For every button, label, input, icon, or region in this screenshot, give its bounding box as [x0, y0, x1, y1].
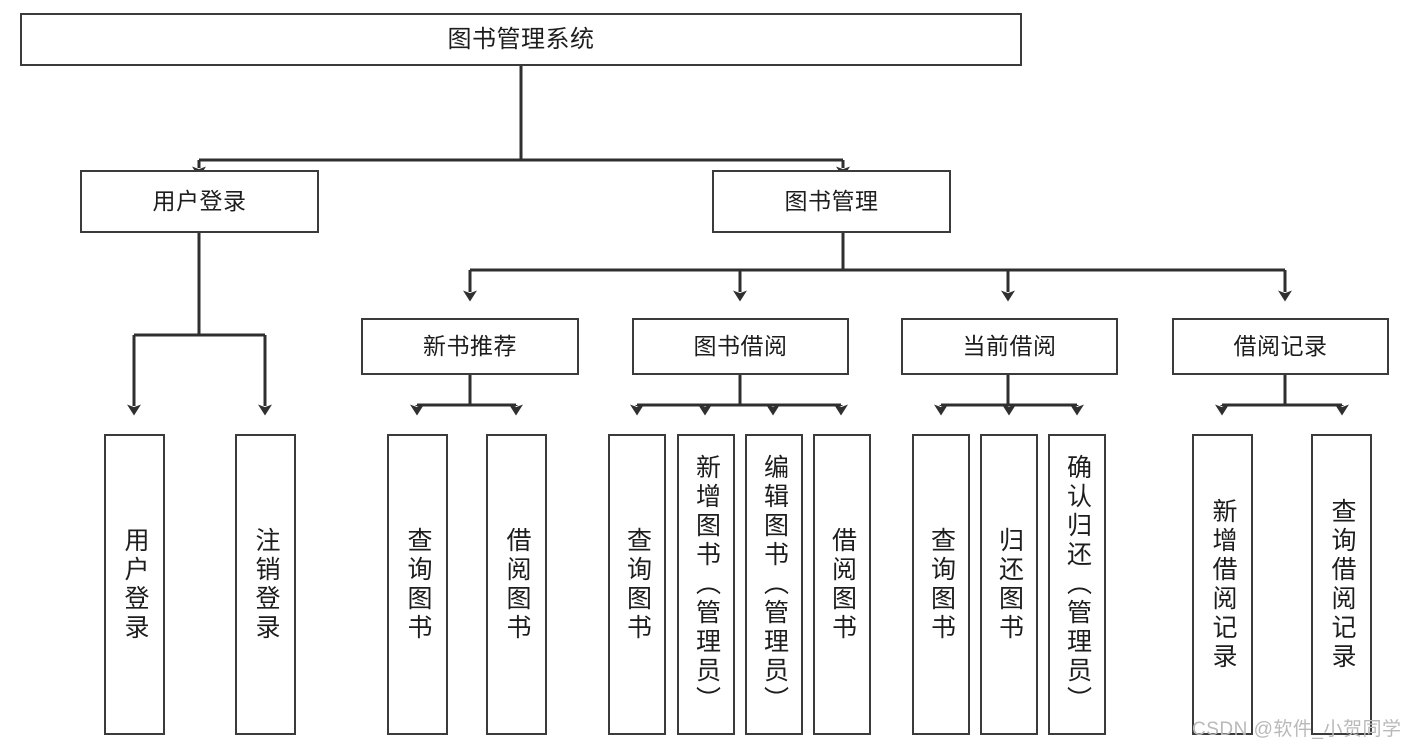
node-user-login-label: 用户登录	[152, 188, 247, 215]
leaf-return-book-label: 归还图书	[995, 526, 1024, 643]
node-borrow-record[interactable]: 借阅记录	[1172, 318, 1389, 375]
leaf-add-book-label: 新增图书（管理员）	[692, 454, 721, 715]
node-root-label: 图书管理系统	[447, 25, 595, 53]
node-book-borrow[interactable]: 图书借阅	[632, 318, 849, 375]
node-book-borrow-label: 图书借阅	[693, 333, 788, 360]
leaf-query-book-1[interactable]: 查询图书	[387, 434, 448, 735]
node-user-login[interactable]: 用户登录	[80, 170, 319, 233]
node-current-borrow-label: 当前借阅	[962, 333, 1057, 360]
leaf-query-book-3-label: 查询图书	[927, 526, 956, 643]
leaf-logout-label: 注销登录	[252, 526, 280, 643]
leaf-borrow-book-1[interactable]: 借阅图书	[486, 434, 547, 735]
leaf-confirm-return[interactable]: 确认归还（管理员）	[1048, 434, 1106, 735]
leaf-user-login-label: 用户登录	[121, 526, 149, 643]
leaf-query-book-1-label: 查询图书	[404, 526, 432, 643]
leaf-query-book-2-label: 查询图书	[623, 526, 652, 643]
leaf-query-record-label: 查询借阅记录	[1328, 497, 1356, 672]
leaf-add-book[interactable]: 新增图书（管理员）	[677, 434, 735, 735]
node-book-manage[interactable]: 图书管理	[712, 170, 951, 233]
leaf-user-login[interactable]: 用户登录	[104, 434, 165, 735]
node-new-book-recommend-label: 新书推荐	[423, 333, 517, 360]
leaf-return-book[interactable]: 归还图书	[980, 434, 1038, 735]
leaf-query-book-2[interactable]: 查询图书	[608, 434, 666, 735]
leaf-logout[interactable]: 注销登录	[235, 434, 296, 735]
leaf-borrow-book-1-label: 借阅图书	[503, 526, 531, 643]
leaf-borrow-book-2[interactable]: 借阅图书	[813, 434, 871, 735]
node-book-manage-label: 图书管理	[784, 188, 879, 215]
node-borrow-record-label: 借阅记录	[1233, 333, 1328, 360]
leaf-query-book-3[interactable]: 查询图书	[912, 434, 970, 735]
leaf-edit-book-label: 编辑图书（管理员）	[760, 454, 789, 715]
leaf-add-record-label: 新增借阅记录	[1209, 497, 1237, 672]
leaf-confirm-return-label: 确认归还（管理员）	[1063, 454, 1092, 715]
leaf-query-record[interactable]: 查询借阅记录	[1311, 434, 1372, 735]
leaf-add-record[interactable]: 新增借阅记录	[1192, 434, 1253, 735]
node-current-borrow[interactable]: 当前借阅	[901, 318, 1118, 375]
leaf-edit-book[interactable]: 编辑图书（管理员）	[745, 434, 803, 735]
node-new-book-recommend[interactable]: 新书推荐	[361, 318, 579, 375]
leaf-borrow-book-2-label: 借阅图书	[828, 526, 857, 643]
node-root[interactable]: 图书管理系统	[20, 13, 1022, 66]
